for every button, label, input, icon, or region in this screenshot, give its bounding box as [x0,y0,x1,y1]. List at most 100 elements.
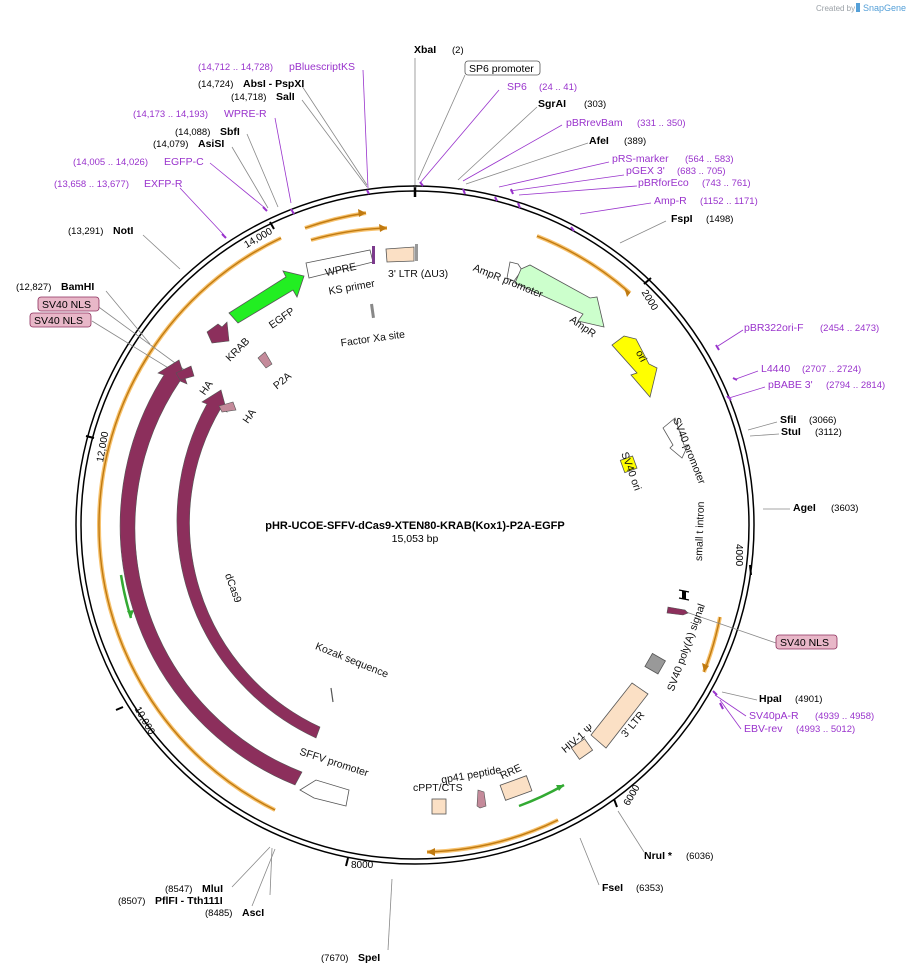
enzyme-bamhi-pos: (12,827) [16,282,51,293]
feature-small-t-intron [678,589,690,601]
enzyme-agei-name: AgeI [793,502,816,514]
enzyme-xbai-name: XbaI [414,44,436,56]
primer-egfpc-name: EGFP-C [164,156,204,168]
feature-3ltr [590,682,649,749]
enzyme-absi-name: AbsI - PspXI [243,78,304,90]
feature-hiv1-psi [570,738,594,760]
leader-ebv-rev [719,699,742,730]
primer-pbrforeco-pos: (743 .. 761) [702,178,751,189]
sv40-nls-box-left2: SV40 NLS [29,312,92,328]
enzyme-xbai-pos: (2) [452,45,464,56]
leader-noti [142,234,181,270]
leader-absi [301,85,368,186]
primer-sv40pa-name: SV40pA-R [749,710,799,722]
primer-sp6-pos: (24 .. 41) [539,82,577,93]
feature-gp41-peptide [476,789,487,809]
label-cas9: Cas9 [151,600,169,627]
enzyme-afei-name: AfeI [589,135,609,147]
leader-pbrrevbam [462,124,563,182]
primer-mark-egfpc [262,206,268,212]
enzyme-labels: XbaI (2) SgrAI (303) AfeI (389) FspI (14… [16,44,858,964]
tick-label-2000: 2000 [639,288,660,313]
primer-pbrforeco-name: pBRforEco [638,177,689,189]
feature-ori [611,335,658,398]
feature-factor-xa [370,303,375,319]
label-ori: ori [633,348,649,364]
enzyme-absi-pos: (14,724) [198,79,233,90]
enzyme-sbfi-name: SbfI [220,126,240,138]
orf-arc-ampr-core [536,235,631,294]
enzyme-asci-name: AscI [242,907,264,919]
features [119,244,690,815]
label-ha-outer: HA [197,379,215,398]
feature-ha-inner [218,401,237,413]
primer-l4440-pos: (2707 .. 2724) [802,364,861,375]
orf-arc-egfp-upper-head [358,209,366,217]
feature-cppt-cts [431,798,447,815]
enzyme-fsei-pos: (6353) [636,883,663,894]
enzyme-fspi-pos: (1498) [706,214,733,225]
sv40-nls-box-right: SV40 NLS [775,634,838,650]
enzyme-sgrai-pos: (303) [584,99,606,110]
leader-afei [465,142,589,185]
sp6-promoter-box: SP6 promoter [464,60,541,76]
leader-pbluescriptks [362,69,369,189]
enzyme-stui-pos: (3112) [815,427,842,438]
primer-pbabe-name: pBABE 3' [768,379,813,391]
enzyme-hpai-name: HpaI [759,693,782,705]
primer-pbr322-name: pBR322ori-F [744,322,804,334]
primer-pbluescript-pos: (14,712 .. 14,728) [198,62,273,73]
primer-pbrrevbam-name: pBRrevBam [566,117,623,129]
feature-ha-outer [175,365,195,381]
enzyme-sfii-name: SfiI [780,414,796,426]
feature-sv40-polya [644,652,666,675]
leader-lines [91,58,790,951]
leader-pbr322ori [717,329,744,347]
label-ks-primer: KS primer [328,278,377,298]
orf-arc-cppt-core [426,819,559,853]
feature-egfp [228,270,305,324]
orf-arc-cas9-green-head [127,610,134,618]
enzyme-noti-pos: (13,291) [68,226,103,237]
feature-rre [499,775,533,801]
enzyme-asci-pos: (8485) [205,908,232,919]
sp6-promoter-text: SP6 promoter [469,63,534,75]
primer-mark-pbrforeco [517,202,521,209]
feature-sv40-ori [619,455,638,474]
feature-ltr-mark [415,244,418,261]
snapgene-logo-icon [856,3,860,12]
label-p2a: P2A [271,370,294,392]
enzyme-sgrai-name: SgrAI [538,98,566,110]
enzyme-noti-name: NotI [113,225,133,237]
leader-bamhi [105,290,151,345]
tick-10000-mark [115,706,124,711]
feature-krab [206,321,230,344]
orf-arc-rre-head [556,785,564,791]
feature-ampr [514,264,605,328]
orf-arc-egfp-lower [310,226,388,242]
sv40-nls-right-text: SV40 NLS [780,637,829,649]
enzyme-fsei-name: FseI [602,882,623,894]
enzyme-hpai-pos: (4901) [795,694,822,705]
enzyme-sbfi-pos: (14,088) [175,127,210,138]
primer-mark-l4440 [732,377,738,381]
enzyme-asisi-pos: (14,079) [153,139,188,150]
leader-stui [749,433,780,437]
primer-mark-ampr [570,226,575,232]
label-cppt: cPPT/CTS [413,782,463,794]
feature-p2a [257,351,273,369]
leader-hpai [721,691,758,701]
tick-14000-mark [269,221,275,230]
primer-wprer-pos: (14,173 .. 14,193) [133,109,208,120]
leader-sv40nls-right [685,611,777,644]
enzyme-stui-name: StuI [781,426,801,438]
label-egfp: EGFP [267,305,297,331]
leader-pbabe [728,386,766,399]
sv40-nls-left2-text: SV40 NLS [34,315,83,327]
sv40-nls-box-left1: SV40 NLS [37,296,100,312]
primer-exfp-name: EXFP-R [144,178,183,190]
leader-spei [387,878,393,951]
leader-fsei [579,837,600,886]
primer-mark-pbrrevbam [462,188,466,195]
enzyme-pflfi-name: PflFI - Tth111I [155,895,223,907]
